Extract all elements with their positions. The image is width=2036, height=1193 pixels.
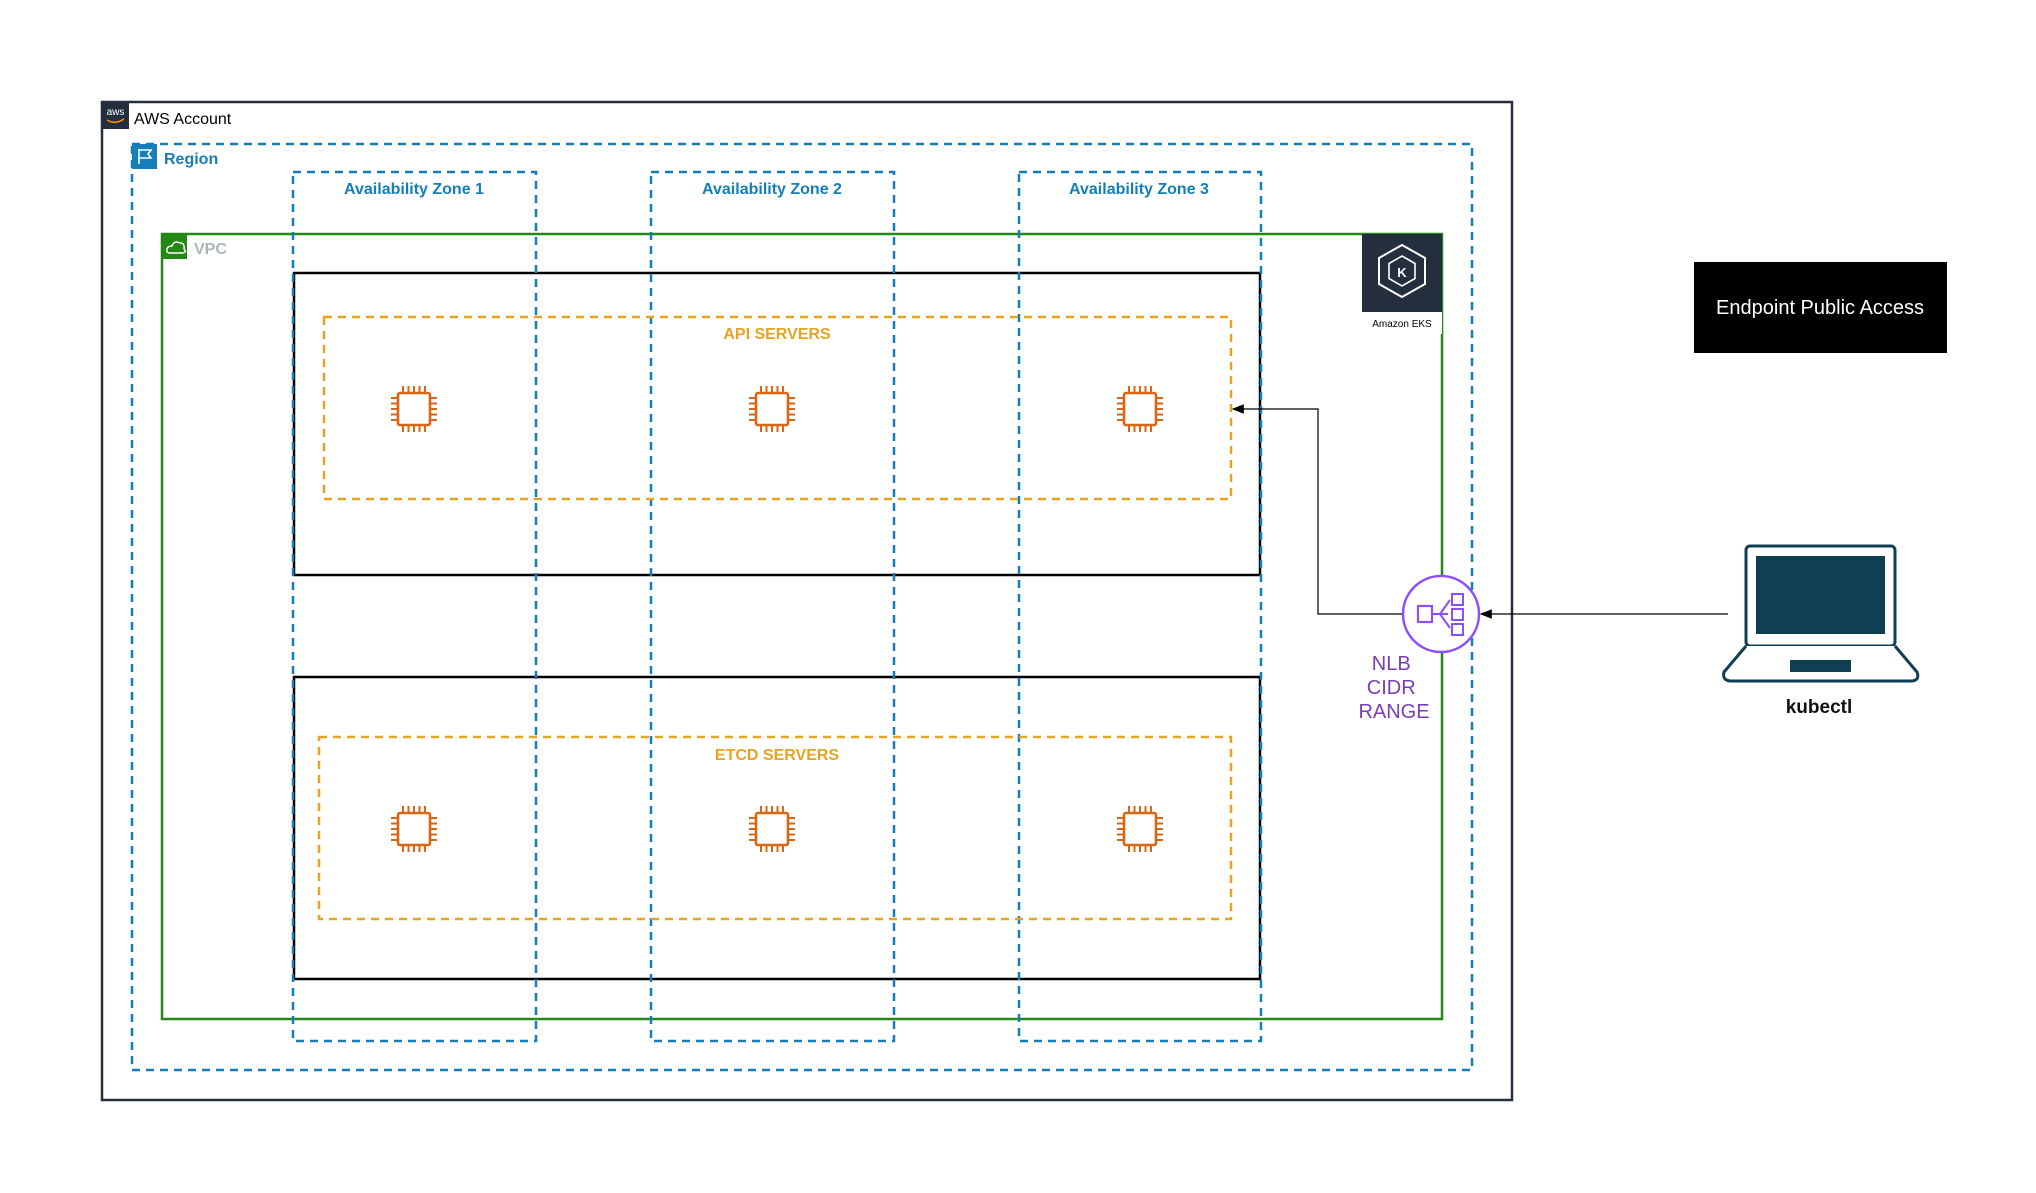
endpoint-public-access-box [1694,262,1947,353]
aws-account-label: AWS Account [134,111,232,128]
region-flag-icon [132,144,157,169]
nlb-label: NLB CIDR RANGE [1358,653,1429,723]
availability-zone-3 [1017,170,1263,1043]
api-servers-group [322,315,1233,501]
amazon-eks-label: Amazon EKS [1372,319,1432,330]
etcd-server-2-chip-icon [747,804,797,854]
vpc-cloud-icon [162,234,187,259]
etcd-server-3-chip-icon [1115,804,1165,854]
availability-zone-2-label: Availability Zone 2 [702,181,842,198]
network-load-balancer-icon [1401,574,1481,654]
api-servers-label: API SERVERS [723,326,831,343]
availability-zone-2 [649,170,896,1043]
aws-logo-text: aws [107,107,125,118]
etcd-server-1-chip-icon [389,804,439,854]
etcd-servers-group [317,735,1233,921]
laptop-icon[interactable] [1722,544,1920,683]
region-boundary [130,142,1474,1072]
vpc-label: VPC [194,241,227,258]
region-label: Region [164,151,218,168]
nlb-to-api-servers-arrow [1231,404,1402,615]
etcd-servers-label: ETCD SERVERS [715,747,840,764]
aws-account-boundary [100,100,1514,1102]
availability-zone-1 [291,170,538,1043]
kubectl-label: kubectl [1786,697,1853,718]
vpc-boundary [160,232,1444,1021]
nlb-label-line2: CIDR [1367,677,1416,699]
amazon-eks-icon: K [1362,234,1442,334]
endpoint-public-access-label: Endpoint Public Access [1716,297,1924,319]
aws-logo-icon: aws [102,102,129,129]
api-server-3-chip-icon [1115,384,1165,434]
svg-text:K: K [1397,265,1407,280]
api-server-1-chip-icon [389,384,439,434]
api-server-2-chip-icon [747,384,797,434]
nlb-label-line3: RANGE [1358,701,1429,723]
etcd-subnet-box [292,675,1262,981]
nlb-label-line1: NLB [1372,653,1411,675]
availability-zone-3-label: Availability Zone 3 [1069,181,1209,198]
availability-zone-1-label: Availability Zone 1 [344,181,484,198]
